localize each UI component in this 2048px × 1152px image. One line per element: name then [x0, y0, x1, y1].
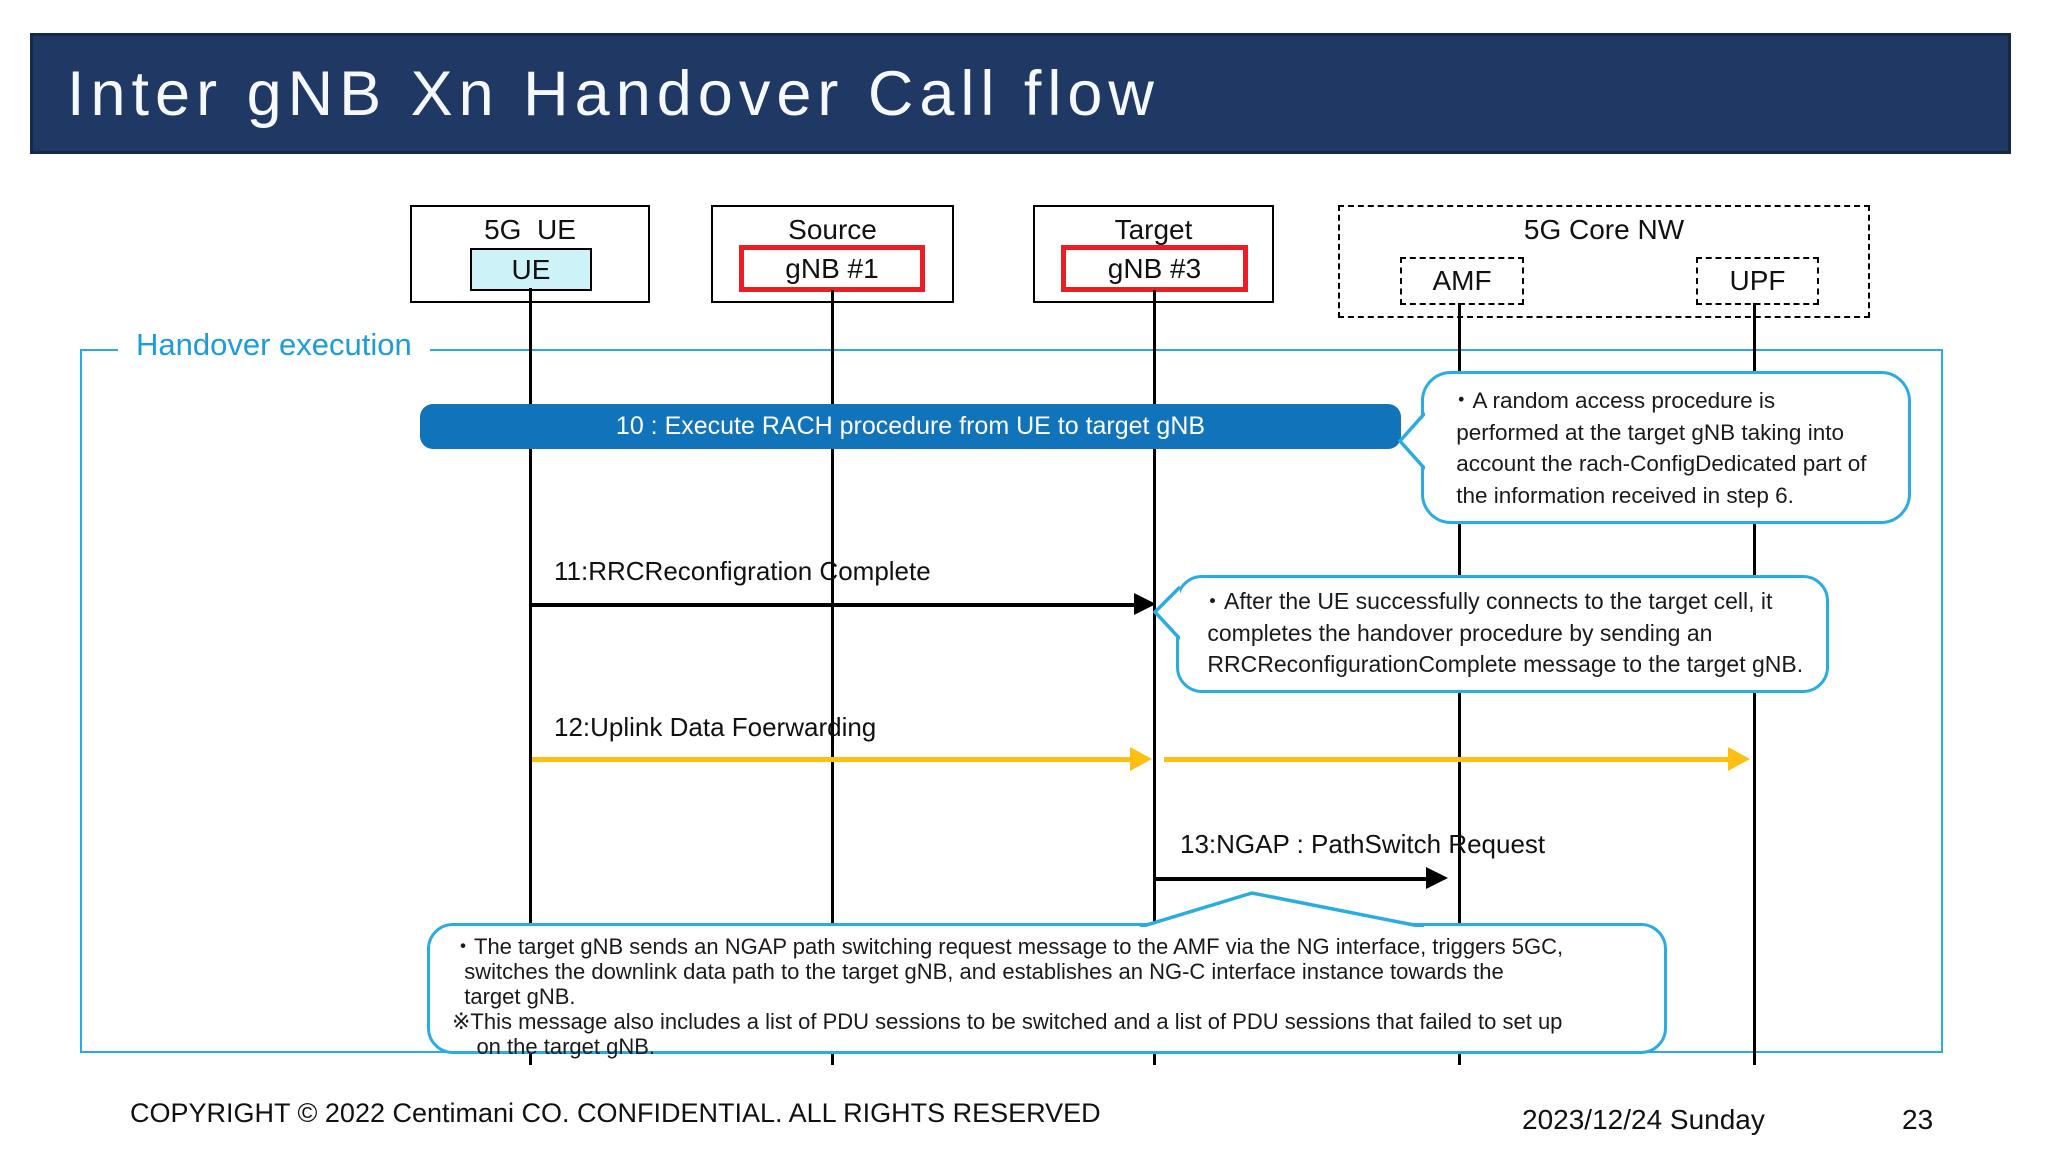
callout-pathswitch-note: ・The target gNB sends an NGAP path switc… [427, 923, 1667, 1059]
message-12-arrowhead-upf [1728, 747, 1750, 771]
callout-rach-note: ・A random access procedure is performed … [1421, 371, 1911, 524]
message-10-rach-bar: 10 : Execute RACH procedure from UE to t… [420, 404, 1401, 449]
callout-rrc-complete-note: ・After the UE successfully connects to t… [1176, 575, 1829, 693]
actor-box-target: Target gNB #3 [1033, 205, 1274, 303]
node-gnb3-red-highlight: gNB #3 [1061, 245, 1248, 292]
message-11-arrow-line [530, 603, 1136, 607]
actor-label-target: Target [1114, 214, 1193, 245]
page-title: Inter gNB Xn Handover Call flow [67, 58, 1160, 129]
title-bar: Inter gNB Xn Handover Call flow [30, 33, 2011, 154]
frame-label: Handover execution [118, 327, 430, 363]
actor-box-source: Source gNB #1 [711, 205, 954, 303]
lifeline-ue [529, 288, 532, 1065]
callout-rach-note-tail [1397, 411, 1425, 471]
message-13-arrow-line [1156, 877, 1428, 881]
node-gnb1-red-highlight: gNB #1 [739, 245, 925, 292]
message-12-label: 12:Uplink Data Foerwarding [554, 712, 877, 742]
lifeline-source-gnb1 [831, 290, 834, 1065]
node-ue: UE [470, 248, 592, 291]
message-13-arrowhead [1426, 867, 1448, 889]
node-amf: AMF [1400, 257, 1524, 305]
actor-label-5g-ue: 5G UE [484, 214, 576, 245]
message-11-arrowhead [1134, 593, 1156, 615]
callout-rrc-complete-note-tail [1152, 585, 1180, 641]
actor-box-5g-ue: 5G UE UE [410, 205, 650, 303]
node-upf: UPF [1696, 257, 1819, 305]
lifeline-target-gnb3 [1153, 290, 1156, 1065]
message-13-label: 13:NGAP : PathSwitch Request [1180, 829, 1546, 859]
message-12-arrowhead-target [1130, 747, 1152, 771]
actor-label-source: Source [788, 214, 877, 245]
message-11-label: 11:RRCReconfigration Complete [554, 556, 931, 586]
footer-page-number: 23 [1902, 1104, 1934, 1135]
callout-pathswitch-note-tail [1139, 891, 1425, 927]
message-12-arrow-line-target-to-upf [1164, 757, 1730, 762]
actor-box-5g-core-nw: 5G Core NW AMF UPF [1338, 205, 1870, 318]
message-12-arrow-line-ue-to-target [532, 757, 1132, 762]
actor-label-5g-core-nw: 5G Core NW [1523, 214, 1685, 245]
footer-date: 2023/12/24 Sunday [1522, 1104, 1765, 1135]
footer-copyright: COPYRIGHT © 2022 Centimani CO. CONFIDENT… [130, 1098, 1101, 1128]
